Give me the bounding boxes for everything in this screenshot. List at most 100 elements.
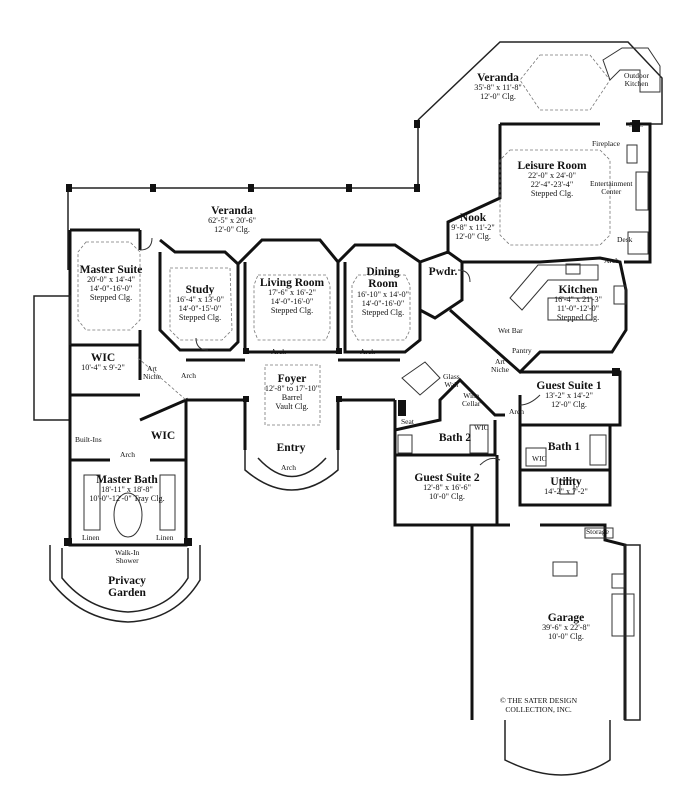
room-nook: Nook 9'-8" x 11'-2" 12'-0" Clg. [451, 212, 494, 242]
note-stor: Stor. [629, 120, 643, 129]
room-bath-1: Bath 1 [548, 441, 580, 453]
note-art-niche-left: Art Niche [143, 365, 161, 381]
wic-left-walls [68, 345, 142, 460]
room-veranda-main: Veranda 62'-5" x 20'-6" 12'-0" Clg. [208, 205, 256, 235]
copyright-line-1: © THE SATER DESIGN [500, 696, 578, 705]
room-ceiling: 10'-0" Clg. [548, 632, 584, 642]
note-line: Center [601, 186, 622, 196]
room-name-line-2: Room [368, 278, 398, 291]
veranda-main-outline [68, 120, 419, 189]
note-linen-right: Linen [156, 533, 174, 542]
room-name: Bath 1 [547, 441, 581, 453]
utility-walls [518, 470, 612, 507]
note-line: Entertainment [590, 179, 633, 188]
room-name: Veranda [477, 72, 519, 84]
room-name: Guest Suite 2 [414, 472, 480, 484]
room-dimensions-2: 14'-0"-16'-0" [361, 298, 405, 308]
room-dimensions: 62'-5" x 20'-6" [208, 216, 256, 226]
note-line: Wine [463, 391, 480, 400]
room-name: Dining [366, 266, 400, 278]
room-guest-suite-1: Guest Suite 1 13'-2" x 14'-2" 12'-0" Clg… [536, 380, 601, 410]
room-living-room: Living Room 17'-6" x 16'-2" 14'-0"-16'-0… [260, 277, 324, 316]
note-line: Glass [443, 372, 460, 381]
note-line: Shower [115, 555, 139, 565]
note-outdoor-kitchen: Outdoor Kitchen [624, 72, 649, 88]
dining-room-walls [343, 262, 422, 354]
room-dimensions-2: 11'-0"-12'-0" [556, 304, 600, 314]
note-arch-study: Arch [181, 371, 196, 380]
room-ceiling-1: Barrel [281, 393, 303, 403]
bath-1-walls [518, 425, 612, 472]
room-name: Master Bath [96, 474, 158, 486]
copyright-line-2: COLLECTION, INC. [505, 704, 572, 714]
note-arch-entry: Arch [281, 463, 296, 472]
foyer-walls [186, 358, 400, 402]
main-house-rear-walls [70, 228, 421, 267]
note-fireplace: Fireplace [592, 139, 620, 148]
room-name: Leisure Room [517, 160, 587, 172]
room-dimensions: 18'-11" x 18'-8" [101, 485, 153, 495]
note-glass-wall: Glass Wall [443, 373, 460, 389]
room-dimensions: 20'-0" x 14'-4" [87, 275, 135, 285]
room-name: Entry [276, 442, 306, 454]
room-ceiling: Stepped Clg. [270, 306, 314, 316]
room-ceiling: 12'-0" Clg. [214, 225, 250, 235]
room-entry: Entry [277, 442, 306, 454]
note-arch: Arch [604, 256, 619, 265]
room-dimensions: 16'-4" x 13'-0" [176, 295, 224, 305]
room-dimensions: 16'-10" x 14'-0" [357, 289, 409, 299]
room-name: WIC [150, 430, 176, 442]
room-name: Study [185, 284, 215, 296]
room-ceiling: 12'-0" Clg. [455, 232, 491, 242]
note-line: Wall [444, 379, 459, 389]
room-name: Master Suite [79, 264, 143, 276]
living-room-walls [243, 262, 340, 354]
room-dimensions: 13'-2" x 14'-2" [545, 391, 593, 401]
room-ceiling: Stepped Clg. [178, 313, 222, 323]
room-veranda-top: Veranda 35'-8" x 11'-8" 12'-0" Clg. [474, 72, 522, 102]
room-ceiling: 10'-0"-12'-0" Tray Clg. [89, 494, 165, 504]
note-line: Art [146, 364, 157, 373]
note-arch-dining: Arch [360, 347, 375, 356]
room-dimensions: 39'-6" x 22'-8" [542, 623, 590, 633]
room-name: WIC [90, 352, 116, 364]
room-name-line-2: Garden [108, 587, 146, 600]
room-dimensions: 16'-4" x 21'-3" [554, 295, 602, 305]
room-master-suite: Master Suite 20'-0" x 14'-4" 14'-0"-16'-… [80, 264, 143, 303]
note-arch-living: Arch [271, 347, 286, 356]
room-utility: Utility 14'-2" x 7'-2" [544, 476, 588, 497]
room-dimensions: 12'-8" x 16'-6" [423, 483, 471, 493]
veranda-top-outline [417, 41, 663, 125]
note-built-ins: Built-Ins [75, 435, 102, 444]
room-kitchen: Kitchen 16'-4" x 21'-3" 11'-0"-12'-0" St… [554, 284, 602, 323]
room-name: Utility [550, 476, 582, 488]
note-storage: Storage [586, 527, 609, 536]
note-linen-left: Linen [82, 533, 100, 542]
room-dimensions: 22'-0" x 24'-0" [528, 171, 576, 181]
room-name: Pwdr. [428, 266, 458, 278]
room-name: Bath 2 [438, 432, 472, 444]
room-name: Privacy [108, 575, 146, 587]
room-ceiling: Stepped Clg. [89, 293, 133, 303]
room-garage: Garage 39'-6" x 22'-8" 10'-0" Clg. [542, 612, 590, 642]
note-seat: Seat [401, 417, 414, 426]
room-wic-center: WIC [151, 430, 175, 442]
note-line: Outdoor [624, 71, 649, 80]
note-arch-bath: Arch [120, 450, 135, 459]
room-ceiling: 10'-0" Clg. [429, 492, 465, 502]
entry-walls [243, 400, 340, 450]
note-walk-in-shower: Walk-In Shower [115, 549, 139, 565]
room-study: Study 16'-4" x 13'-0" 14'-0"-15'-0" Step… [176, 284, 224, 323]
master-bath-walls [68, 458, 188, 547]
room-dimensions: 12'-8" to 17'-10" [264, 384, 320, 394]
room-wic-left: WIC 10'-4" x 9'-2" [81, 352, 125, 373]
room-foyer: Foyer 12'-8" to 17'-10" Barrel Vault Clg… [265, 373, 319, 412]
guest-suite-2-walls [393, 455, 499, 527]
room-powder: Pwdr. [429, 266, 458, 278]
note-line: Walk-In [115, 548, 140, 557]
note-line: Kitchen [624, 78, 649, 88]
room-ceiling: 12'-0" Clg. [480, 92, 516, 102]
powder-room-walls [419, 250, 464, 320]
room-dimensions: 9'-8" x 11'-2" [451, 223, 495, 233]
